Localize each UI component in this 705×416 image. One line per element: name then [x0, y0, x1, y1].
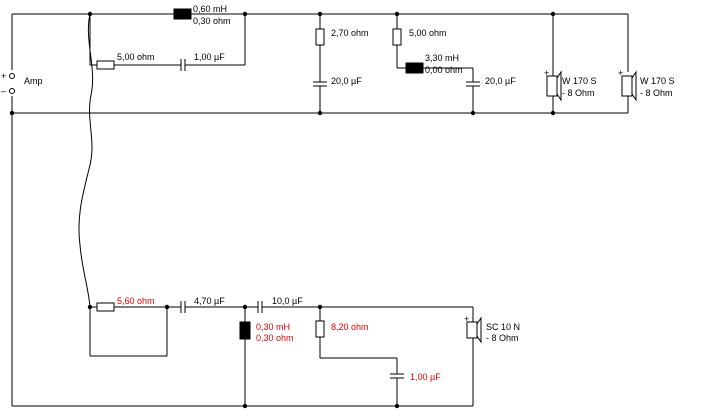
trap-inductor-inductance: 3,30 mH — [425, 53, 459, 63]
driver2-polarity: + — [618, 68, 623, 78]
notch-resistor-label: 2,70 ohm — [331, 28, 369, 38]
woofer-driver-2: + W 170 S - 8 Ohm — [618, 68, 675, 102]
parallel-resistor-symbol — [96, 302, 115, 312]
shunt-resistor-symbol — [315, 320, 325, 338]
series-inductor-inductance: 0,60 mH — [193, 4, 227, 14]
shunt-resistor-label: 8,20 ohm — [331, 322, 369, 332]
tweeter-input: 5,60 ohm — [89, 296, 181, 357]
tweeter-feed-wire — [78, 13, 94, 308]
tweeter-impedance: - 8 Ohm — [486, 333, 519, 343]
driver2-model: W 170 S — [640, 76, 675, 86]
speaker-cone-icon — [556, 70, 562, 102]
speaker-cone-icon — [631, 70, 637, 102]
junction-dots — [9, 11, 556, 409]
amp-plus-terminal — [9, 73, 15, 79]
tweeter-driver: + SC 10 N - 8 Ohm — [464, 307, 520, 406]
trap-inductor-symbol — [405, 62, 424, 74]
speaker-cone-icon — [476, 316, 482, 344]
speaker-icon — [546, 75, 558, 97]
speaker-icon — [621, 75, 633, 97]
amp-label: Amp — [24, 76, 43, 86]
tweeter-capacitor-2: 10,0 µF — [257, 296, 473, 313]
shunt-inductor-resistance: 0,30 ohm — [256, 333, 294, 343]
zobel-network: 5,00 ohm 1,00 µF — [89, 14, 246, 71]
shunt-capacitor-label: 1,00 µF — [410, 372, 441, 382]
capacitor2-label: 10,0 µF — [272, 296, 303, 306]
driver1-polarity: + — [544, 68, 549, 78]
amp-plus-sign: + — [1, 71, 6, 81]
junction-dot — [9, 110, 15, 116]
shunt-inductor-inductance: 0,30 mH — [256, 322, 290, 332]
driver2-impedance: - 8 Ohm — [640, 88, 673, 98]
driver1-impedance: - 8 Ohm — [562, 88, 595, 98]
amp-source: + – Amp — [1, 71, 43, 96]
shunt-inductor-symbol — [239, 321, 251, 340]
trap-resistor-symbol — [392, 28, 402, 46]
tweeter-shunt-inductor: 0,30 mH 0,30 ohm — [239, 307, 294, 406]
shunt-resistor-symbol — [315, 28, 325, 46]
series-inductor-resistance: 0,30 ohm — [193, 16, 231, 26]
capacitor1-label: 4,70 µF — [194, 296, 225, 306]
driver1-model: W 170 S — [562, 76, 597, 86]
trap-network: 5,00 ohm 3,30 mH 0,00 ohm 20,0 µF — [392, 14, 516, 113]
zobel-resistor-symbol — [96, 60, 115, 70]
trap-resistor-label: 5,00 ohm — [409, 28, 447, 38]
zobel-resistor-label: 5,00 ohm — [117, 52, 155, 62]
tweeter-polarity: + — [464, 314, 469, 324]
tweeter-model: SC 10 N — [486, 322, 520, 332]
series-inductor: 0,60 mH 0,30 ohm — [173, 4, 231, 26]
trap-inductor-resistance: 0,00 ohm — [425, 65, 463, 75]
parallel-resistor-label: 5,60 ohm — [117, 296, 155, 306]
speaker-icon — [466, 321, 478, 339]
amp-minus-sign: – — [1, 86, 6, 96]
notch-capacitor-label: 20,0 µF — [331, 76, 362, 86]
woofer-driver-1: + W 170 S - 8 Ohm — [544, 14, 597, 113]
inductor-symbol — [173, 8, 192, 20]
tweeter-capacitor-1: 4,70 µF — [180, 296, 258, 313]
zobel-capacitor-label: 1,00 µF — [194, 52, 225, 62]
amp-minus-terminal — [9, 88, 15, 94]
shunt-rc: 2,70 ohm 20,0 µF — [313, 14, 369, 113]
trap-capacitor-label: 20,0 µF — [485, 76, 516, 86]
tweeter-shunt-rc: 8,20 ohm 1,00 µF — [315, 307, 441, 406]
